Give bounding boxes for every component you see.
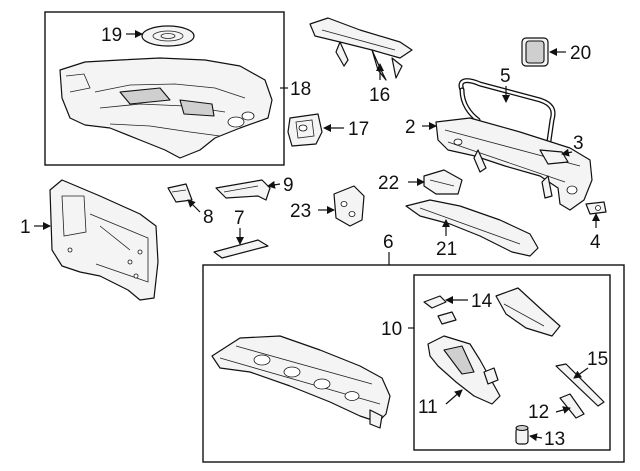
part-13-plug	[515, 424, 529, 445]
callout-5: 5	[500, 66, 511, 87]
callout-12: 12	[528, 402, 549, 423]
group-box-rear-sill-assembly	[202, 264, 625, 463]
callout-15: 15	[587, 349, 608, 370]
part-8-bracket	[167, 183, 193, 203]
callout-1: 1	[20, 217, 31, 238]
part-19-grommet	[141, 25, 195, 47]
part-2-crossmember	[435, 117, 593, 211]
callout-7: 7	[234, 208, 245, 229]
part-22-bracket	[423, 169, 463, 195]
part-7-strip	[213, 239, 269, 259]
callout-8: 8	[203, 207, 214, 228]
leader-12	[555, 406, 571, 414]
part-17-bracket	[287, 113, 323, 147]
callout-19: 19	[101, 25, 122, 46]
part-16-support	[309, 17, 413, 81]
callout-17: 17	[348, 119, 369, 140]
group-box-trim-subassembly	[413, 274, 611, 451]
callout-10: 10	[381, 319, 402, 340]
callout-20: 20	[570, 43, 591, 64]
part-1-side-panel	[49, 179, 159, 301]
callout-9: 9	[283, 175, 294, 196]
part-23-bracket	[333, 185, 365, 227]
callout-11: 11	[418, 397, 438, 418]
part-12-pin	[559, 393, 585, 419]
leader-13	[529, 433, 543, 442]
part-9-bracket	[215, 179, 271, 201]
part-20-cap	[521, 37, 549, 67]
leader-3	[561, 148, 573, 157]
leader-9	[267, 180, 281, 189]
callout-3: 3	[573, 133, 584, 154]
part-11-trim	[427, 335, 501, 405]
part-6-rear-sill	[211, 335, 391, 429]
callout-4: 4	[590, 232, 601, 253]
part-3-bracket	[539, 149, 569, 165]
callout-23: 23	[290, 201, 311, 222]
part-15-strip	[555, 363, 605, 407]
callout-21: 21	[436, 239, 457, 260]
part-21-rail	[405, 199, 539, 257]
leader-8	[187, 199, 201, 213]
callout-16: 16	[369, 85, 390, 106]
leader-11	[445, 389, 463, 405]
part-5-tube	[458, 78, 556, 151]
leader-15	[573, 367, 589, 379]
callout-22: 22	[378, 173, 399, 194]
callout-13: 13	[544, 429, 565, 450]
callout-2: 2	[405, 117, 416, 138]
part-14-clip	[423, 295, 457, 325]
callout-18: 18	[290, 79, 311, 100]
part-18-floor-panel	[59, 57, 273, 159]
callout-6: 6	[383, 232, 394, 253]
part-4-clip	[585, 201, 607, 215]
part-10-trim-panel	[495, 287, 561, 337]
callout-14: 14	[471, 291, 493, 312]
